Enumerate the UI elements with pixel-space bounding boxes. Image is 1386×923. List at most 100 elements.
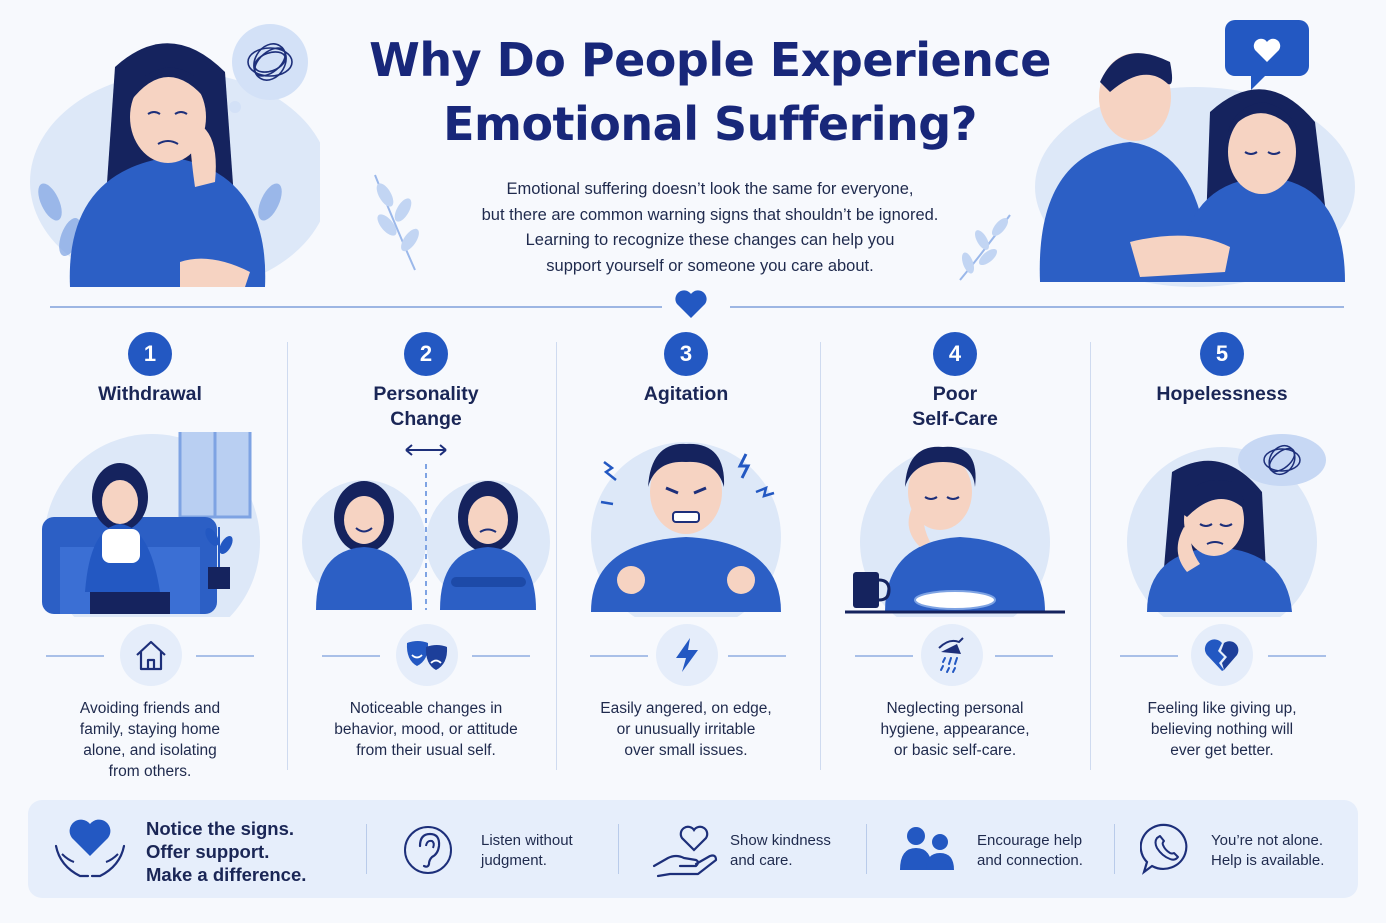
- desc-line-2: behavior, mood, or attitude: [334, 721, 518, 738]
- intro-line-4: support yourself or someone you care abo…: [546, 256, 874, 275]
- icon-circle: [921, 624, 983, 686]
- footer-item-encourage: Encourage help and connection.: [977, 831, 1083, 871]
- footer-item-line-1: You’re not alone.: [1211, 832, 1324, 849]
- sad-woman-illustration: [30, 24, 320, 287]
- icon-row-line: [855, 655, 913, 657]
- column-separator: [1090, 342, 1091, 770]
- agitation-illustration: [591, 442, 781, 617]
- sign-number: 5: [1200, 332, 1244, 376]
- leaf-branch-left-icon: [374, 174, 419, 271]
- desc-line-2: believing nothing will: [1150, 721, 1294, 738]
- lightning-icon: [676, 638, 698, 672]
- plant-pot-icon: [208, 567, 230, 589]
- sign-title-line-1: Personality: [373, 383, 479, 405]
- footer-banner: Notice the signs. Offer support. Make a …: [28, 800, 1358, 898]
- icon-row-line: [322, 655, 380, 657]
- sign-description: Feeling like giving up, believing nothin…: [1092, 698, 1352, 761]
- sign-title-line-2: Change: [390, 408, 462, 430]
- footer-main-line-1: Notice the signs.: [146, 818, 295, 839]
- sign-number: 4: [933, 332, 977, 376]
- sign-title: Hopelessness: [1092, 382, 1352, 407]
- sign-title-line-1: Poor: [932, 383, 978, 405]
- title-line-1: Why Do People Experience: [369, 33, 1051, 87]
- sign-description: Avoiding friends and family, staying hom…: [20, 698, 280, 782]
- scribble-thought-icon: [247, 43, 293, 81]
- footer-item-line-1: Listen without: [481, 832, 573, 849]
- plate-icon: [914, 590, 996, 610]
- sign-description: Neglecting personal hygiene, appearance,…: [825, 698, 1085, 761]
- icon-row-line: [1120, 655, 1178, 657]
- footer-item-line-2: and connection.: [977, 852, 1083, 869]
- house-icon: [136, 640, 166, 671]
- sign-description: Noticeable changes in behavior, mood, or…: [296, 698, 556, 761]
- heart-divider-icon: [675, 290, 707, 318]
- mug-icon: [853, 572, 879, 608]
- footer-main-line-2: Offer support.: [146, 841, 270, 862]
- footer-item-line-1: Encourage help: [977, 832, 1083, 849]
- footer-separator: [866, 824, 867, 874]
- comforting-couple-illustration: [1035, 20, 1355, 287]
- desc-line-1: Noticeable changes in: [349, 700, 503, 717]
- footer-separator: [618, 824, 619, 874]
- column-separator: [556, 342, 557, 770]
- icon-row-line: [472, 655, 530, 657]
- footer-item-line-1: Show kindness: [730, 832, 831, 849]
- intro-text: Emotional suffering doesn’t look the sam…: [420, 177, 1000, 279]
- sign-icon-row: [20, 624, 280, 686]
- people-icon: [900, 827, 954, 870]
- zigzag-stress-icon: [603, 461, 617, 481]
- sign-number: 2: [404, 332, 448, 376]
- thought-cloud-icon: [1238, 434, 1326, 486]
- desc-line-1: Easily angered, on edge,: [600, 700, 772, 717]
- footer-item-line-2: Help is available.: [1211, 852, 1325, 869]
- column-separator: [820, 342, 821, 770]
- sign-title: Poor Self-Care: [825, 382, 1085, 432]
- intro-line-2: but there are common warning signs that …: [481, 205, 939, 224]
- icon-row-line: [995, 655, 1053, 657]
- sign-title-line-1: Hopelessness: [1156, 383, 1288, 405]
- intro-line-3: Learning to recognize these changes can …: [525, 231, 895, 249]
- icon-row-line: [196, 655, 254, 657]
- double-arrow-icon: [405, 444, 447, 456]
- sign-icon-row: [296, 624, 556, 686]
- sign-title-line-1: Agitation: [643, 383, 729, 405]
- desc-line-4: from others.: [108, 763, 192, 780]
- sign-icon-row: [556, 624, 816, 686]
- icon-row-line: [46, 655, 104, 657]
- intro-line-1: Emotional suffering doesn’t look the sam…: [506, 180, 914, 198]
- shower-icon: [938, 637, 964, 673]
- footer-separator: [1114, 824, 1115, 874]
- theater-masks-icon: [406, 641, 448, 670]
- header-divider-left: [50, 306, 662, 308]
- poor-self-care-illustration: [845, 446, 1065, 617]
- footer-item-not-alone: You’re not alone. Help is available.: [1211, 831, 1324, 871]
- sign-number: 1: [128, 332, 172, 376]
- sign-title: Personality Change: [296, 382, 556, 432]
- phone-bubble-icon: [1140, 823, 1188, 875]
- sign-icon-row: [1092, 624, 1352, 686]
- desc-line-3: from their usual self.: [356, 742, 496, 759]
- column-separator: [287, 342, 288, 770]
- footer-item-kindness: Show kindness and care.: [730, 831, 831, 871]
- heart-hands-icon: [54, 819, 126, 878]
- footer-main-line-3: Make a difference.: [146, 864, 307, 885]
- desc-line-3: over small issues.: [624, 742, 748, 759]
- desc-line-3: alone, and isolating: [83, 742, 217, 759]
- footer-separator: [366, 824, 367, 874]
- desc-line-2: or unusually irritable: [616, 721, 756, 738]
- sign-number: 3: [664, 332, 708, 376]
- sign-title: Agitation: [556, 382, 816, 407]
- hopelessness-illustration: [1127, 434, 1326, 617]
- footer-item-listen: Listen without judgment.: [481, 831, 573, 871]
- sign-title-line-2: Self-Care: [912, 408, 998, 430]
- sign-description: Easily angered, on edge, or unusually ir…: [556, 698, 816, 761]
- header-divider-right: [730, 306, 1344, 308]
- icon-circle: [120, 624, 182, 686]
- desc-line-2: family, staying home: [79, 721, 221, 738]
- heart-hand-icon: [652, 825, 718, 878]
- desc-line-1: Avoiding friends and: [79, 700, 221, 717]
- desc-line-3: or basic self-care.: [893, 742, 1017, 759]
- desc-line-1: Neglecting personal: [886, 700, 1024, 717]
- personality-change-illustration: [302, 444, 550, 610]
- broken-heart-icon: [1204, 639, 1239, 671]
